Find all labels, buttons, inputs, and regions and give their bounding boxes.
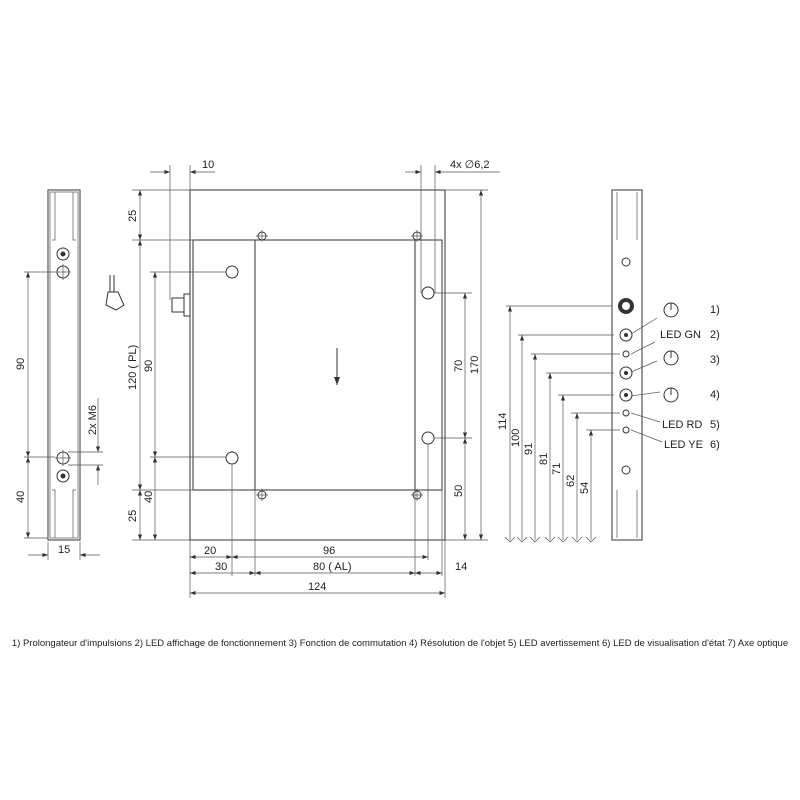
screws: [256, 230, 423, 501]
dim-71: 71: [551, 463, 563, 475]
mounting-holes: [55, 247, 71, 483]
dim-20: 20: [204, 545, 216, 557]
dim-100: 100: [510, 429, 522, 447]
knob-icons: [663, 302, 679, 403]
label-6-num: 6): [710, 439, 720, 451]
dim-91: 91: [523, 443, 535, 455]
cable-connector-icon: [105, 275, 125, 311]
front-view: 10 4x ∅6,2 25 120 ( PL) 25 90 40 70 50 1…: [127, 159, 500, 598]
dim-top-10: 10: [202, 159, 214, 171]
label-1-num: 1): [710, 304, 720, 316]
dim-15: 15: [58, 544, 70, 556]
connector-icon: [171, 293, 191, 317]
dim-62: 62: [565, 475, 577, 487]
dim-70: 70: [453, 360, 465, 372]
label-5-num: 5): [710, 419, 720, 431]
label-6-text: LED YE: [664, 439, 703, 451]
dim-80-al: 80 ( AL): [313, 561, 352, 573]
label-5-text: LED RD: [662, 419, 702, 431]
dim-40: 40: [15, 491, 27, 503]
hole-label: 4x ∅6,2: [450, 159, 490, 171]
dim-90: 90: [143, 360, 155, 372]
label-2-text: LED GN: [660, 329, 701, 341]
dim-96: 96: [323, 545, 335, 557]
dim-25-bottom: 25: [127, 510, 139, 522]
dim-54: 54: [579, 482, 591, 494]
label-4-num: 4): [710, 389, 720, 401]
led-icons: [622, 350, 630, 434]
dim-25-top: 25: [127, 210, 139, 222]
connector-icon: [618, 298, 634, 314]
dim-120-pl: 120 ( PL): [127, 345, 139, 390]
left-side-view: 90 40 15 2x M6: [15, 189, 125, 560]
dim-14: 14: [455, 561, 467, 573]
dim-40: 40: [143, 491, 155, 503]
label-3-num: 3): [710, 354, 720, 366]
dim-90: 90: [15, 358, 27, 370]
mounting-holes: [225, 265, 435, 465]
dim-30: 30: [215, 561, 227, 573]
legend-caption: 1) Prolongateur d'impulsions 2) LED affi…: [11, 638, 789, 649]
right-side-view: 114 100 91 81 71 62 54 1) LED GN 2) 3) 4…: [497, 189, 720, 543]
thread-label: 2x M6: [87, 405, 99, 435]
dim-170: 170: [469, 356, 481, 374]
dim-81: 81: [538, 453, 550, 465]
dim-124: 124: [308, 581, 326, 593]
dim-114: 114: [497, 412, 509, 430]
potentiometer-icons: [619, 328, 633, 402]
label-2-num: 2): [710, 329, 720, 341]
dim-50: 50: [453, 485, 465, 497]
